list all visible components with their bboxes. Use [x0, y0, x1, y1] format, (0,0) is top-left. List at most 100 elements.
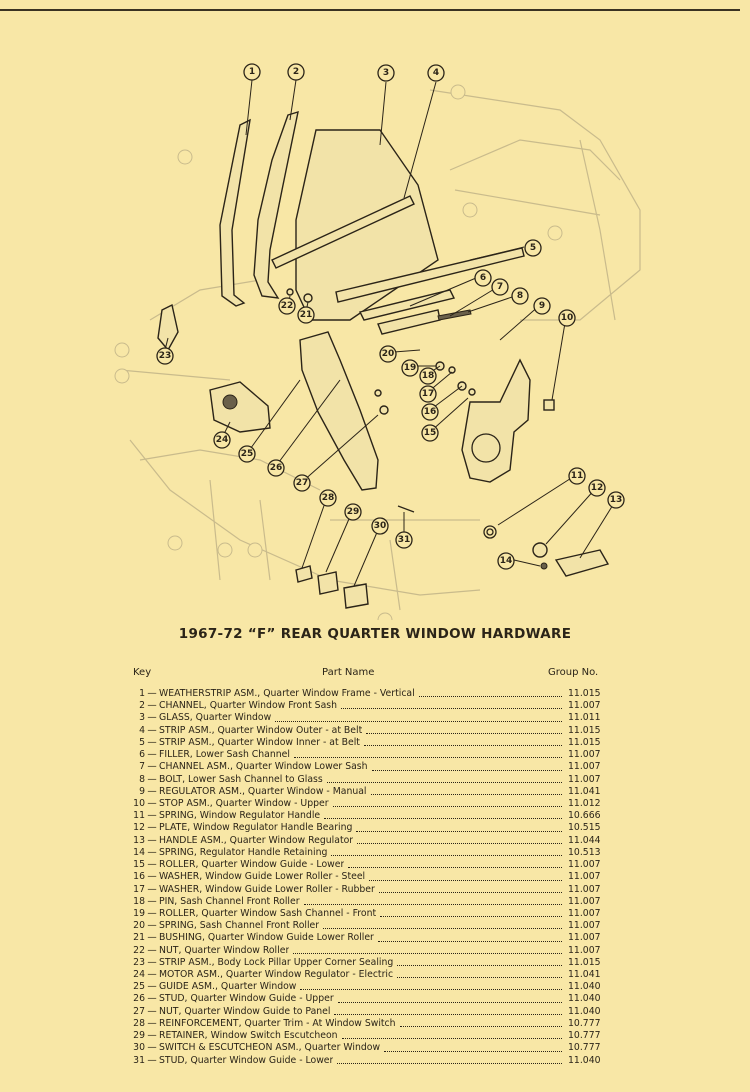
part-group-number: 11.015 [568, 736, 601, 748]
list-item: 1—WEATHERSTRIP ASM., Quarter Window Fram… [128, 688, 608, 700]
dash-separator: — [147, 1042, 157, 1054]
part-key: 2 [139, 700, 145, 712]
dash-separator: — [147, 895, 157, 907]
part-key: 10 [133, 797, 145, 809]
dash-separator: — [147, 846, 157, 858]
page-title: 1967-72 “F” REAR QUARTER WINDOW HARDWARE [178, 626, 572, 642]
callout-7: 7 [491, 278, 509, 296]
list-item: 24—MOTOR ASM., Quarter Window Regulator … [128, 969, 608, 981]
callout-11: 11 [568, 467, 586, 485]
dash-separator: — [147, 981, 157, 993]
part-group-number: 11.007 [568, 859, 601, 871]
part-key: 3 [139, 712, 145, 724]
svg-text:30: 30 [374, 521, 387, 531]
dot-leader [378, 884, 562, 893]
part-name: NUT, Quarter Window Guide to Panel [159, 1005, 331, 1017]
list-item: 12—PLATE, Window Regulator Handle Bearin… [128, 822, 608, 834]
part-name: STRIP ASM., Body Lock Pillar Upper Corne… [159, 956, 394, 968]
svg-text:16: 16 [424, 407, 437, 417]
list-item: 9—REGULATOR ASM., Quarter Window - Manua… [128, 786, 608, 798]
callout-16: 16 [421, 403, 439, 421]
part-group-number: 10.666 [568, 810, 601, 822]
dash-separator: — [147, 993, 157, 1005]
part-name: SPRING, Window Regulator Handle [159, 810, 321, 822]
part-key: 11 [133, 810, 145, 822]
callout-14: 14 [497, 552, 515, 570]
part-group-number: 11.007 [568, 895, 601, 907]
part-name: PIN, Sash Channel Front Roller [159, 895, 300, 907]
part-group-number: 11.007 [568, 773, 601, 785]
roller-nut-part [286, 288, 294, 296]
callout-30: 30 [371, 517, 389, 535]
dash-separator: — [147, 688, 157, 699]
dash-separator: — [147, 724, 157, 736]
callout-25: 25 [238, 445, 256, 463]
group-no-column-header: Group No. [548, 667, 599, 678]
dot-leader [337, 993, 562, 1003]
guide-panel-nut-part [374, 389, 382, 397]
callout-13: 13 [607, 491, 625, 509]
part-key: 8 [139, 773, 145, 785]
part-name: WASHER, Window Guide Lower Roller - Rubb… [159, 883, 375, 895]
part-name: WEATHERSTRIP ASM., Quarter Window Frame … [159, 688, 415, 699]
svg-text:7: 7 [497, 282, 503, 292]
list-item: 7—CHANNEL ASM., Quarter Window Lower Sas… [128, 761, 608, 773]
dash-separator: — [147, 749, 157, 761]
dash-separator: — [147, 1005, 157, 1017]
switch-escutcheon-part [343, 583, 369, 609]
part-name: SPRING, Sash Channel Front Roller [159, 920, 320, 932]
dot-leader [337, 1055, 562, 1064]
callout-17: 17 [419, 385, 437, 403]
dash-separator: — [147, 736, 157, 748]
list-item: 19—ROLLER, Quarter Window Sash Channel -… [128, 908, 608, 920]
part-name: MOTOR ASM., Quarter Window Regulator - E… [159, 969, 394, 981]
svg-text:15: 15 [424, 428, 437, 438]
svg-text:9: 9 [539, 301, 545, 311]
dash-separator: — [147, 969, 157, 981]
dot-leader [399, 1018, 562, 1028]
callout-20: 20 [379, 345, 397, 363]
dash-separator: — [147, 871, 157, 883]
list-item: 4—STRIP ASM., Quarter Window Outer - at … [128, 725, 608, 737]
svg-text:4: 4 [433, 68, 439, 78]
parts-list: 1—WEATHERSTRIP ASM., Quarter Window Fram… [128, 688, 608, 1067]
part-group-number: 11.041 [568, 969, 601, 981]
dot-leader [357, 835, 562, 844]
part-key: 26 [133, 993, 145, 1005]
dash-separator: — [147, 1017, 157, 1029]
part-group-number: 11.040 [568, 1005, 601, 1017]
svg-text:3: 3 [383, 68, 389, 78]
dash-separator: — [147, 1054, 157, 1066]
part-group-number: 11.041 [568, 785, 601, 797]
dot-leader [293, 945, 562, 954]
list-item: 11—SPRING, Window Regulator Handle 10.666 [128, 810, 608, 822]
switch-escutcheon-retainer-part [317, 571, 339, 595]
part-name: PLATE, Window Regulator Handle Bearing [159, 822, 353, 834]
part-group-number: 11.015 [568, 724, 601, 736]
part-key: 31 [133, 1054, 145, 1066]
callout-28: 28 [319, 489, 337, 507]
svg-text:10: 10 [561, 313, 574, 323]
part-key: 16 [133, 871, 145, 883]
svg-text:22: 22 [281, 301, 294, 311]
dash-separator: — [147, 1030, 157, 1042]
window-guide-part [299, 331, 379, 491]
callout-1: 1 [243, 63, 261, 81]
svg-text:14: 14 [500, 556, 513, 566]
dash-separator: — [147, 810, 157, 822]
key-column-header: Key [133, 667, 152, 678]
svg-text:26: 26 [270, 463, 283, 473]
handle-bearing-plate-part [532, 542, 548, 558]
roller-washer-part [468, 388, 476, 396]
handle-retaining-spring-part [540, 562, 548, 570]
part-key: 13 [133, 834, 145, 846]
dash-separator: — [147, 944, 157, 956]
callout-15: 15 [421, 424, 439, 442]
dot-leader [324, 810, 562, 820]
callout-21: 21 [297, 306, 315, 324]
